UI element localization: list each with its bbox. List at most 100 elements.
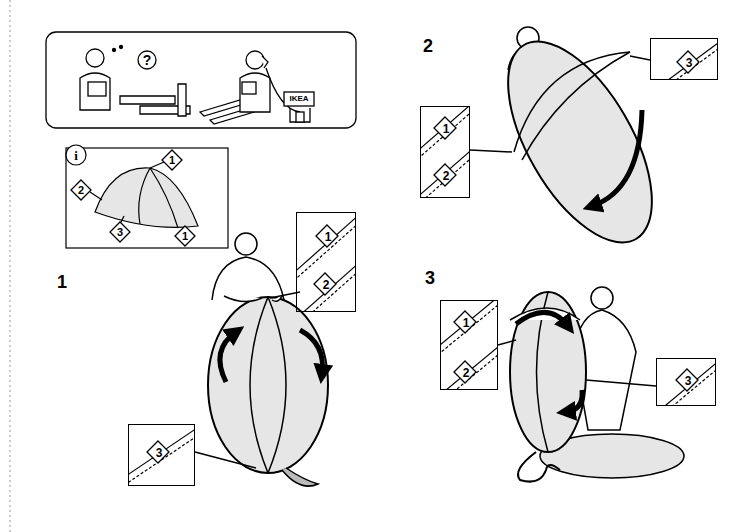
seam-detail xyxy=(296,270,356,312)
seam-detail xyxy=(660,40,718,80)
step3-figure xyxy=(591,287,613,309)
step3-figure xyxy=(510,292,586,452)
callout-number: 3 xyxy=(686,57,693,69)
diamond-tag xyxy=(162,150,182,170)
step1-figure xyxy=(282,468,318,486)
step-number: 2 xyxy=(423,37,433,55)
callout-number: 3 xyxy=(156,447,163,459)
step-number: 3 xyxy=(425,269,435,287)
step1-figure xyxy=(250,297,268,473)
diamond-tag xyxy=(175,226,195,246)
seam-detail xyxy=(660,360,716,406)
step1-figure xyxy=(268,297,286,473)
step2-figure xyxy=(592,110,642,206)
step2-figure xyxy=(470,150,512,152)
help-figures xyxy=(240,73,270,112)
step1-figure xyxy=(220,332,236,382)
seam-detail xyxy=(440,350,498,390)
callout-number: 2 xyxy=(463,367,470,379)
step2-figure xyxy=(514,52,630,152)
help-panel: ? IKEA xyxy=(46,32,356,128)
seam-detail xyxy=(420,154,470,198)
seam-detail xyxy=(668,40,718,80)
step1-figure xyxy=(300,330,323,374)
step3-figure xyxy=(498,340,516,345)
zoom-box: 3 xyxy=(656,358,716,406)
diamond-tag xyxy=(314,273,336,295)
diamond-tag xyxy=(71,180,91,200)
step3-figure xyxy=(516,312,568,326)
step-number: 1 xyxy=(57,273,67,291)
diamond-tag xyxy=(434,164,456,186)
diamond-tag xyxy=(676,369,698,391)
info-tent-sketch xyxy=(66,145,228,248)
callout-number: 2 xyxy=(443,170,450,182)
callout-number: 2 xyxy=(78,185,84,196)
info-panel: i1231 xyxy=(66,148,228,248)
step3-figure xyxy=(518,452,560,482)
seam-detail xyxy=(120,40,730,488)
info-tent-sketch xyxy=(139,168,150,224)
step1-figure xyxy=(224,296,262,302)
step2-figure xyxy=(522,52,630,160)
help-figures xyxy=(120,96,175,104)
seam-detail xyxy=(440,342,498,390)
step3-figure xyxy=(586,380,656,386)
diamond-tag xyxy=(147,441,169,463)
help-figures xyxy=(290,108,310,122)
step3-figure xyxy=(566,390,582,412)
diamond-tag xyxy=(677,51,699,73)
help-figures xyxy=(86,49,104,67)
help-figures xyxy=(46,32,356,128)
seam-detail xyxy=(660,360,716,406)
info-tent-sketch xyxy=(66,148,228,248)
diamond-tag xyxy=(434,117,456,139)
callout-number: 1 xyxy=(182,231,188,242)
help-figures xyxy=(80,73,110,110)
callout-number: 3 xyxy=(685,375,692,387)
diamond-tag xyxy=(454,361,476,383)
help-symbol: ? xyxy=(143,53,152,67)
zoom-box: 3 xyxy=(128,424,195,486)
seam-detail xyxy=(440,300,498,390)
callout-number: 1 xyxy=(443,123,450,135)
info-tent-sketch xyxy=(150,162,164,168)
help-figures xyxy=(284,92,314,106)
help-figures xyxy=(113,49,116,52)
zoom-box: 12 xyxy=(440,300,498,390)
info-tent-sketch xyxy=(66,145,86,165)
seam-detail xyxy=(660,40,718,80)
help-figures xyxy=(246,51,264,69)
help-symbol: IKEA xyxy=(289,95,308,103)
seam-detail xyxy=(420,108,470,162)
callout-number: 2 xyxy=(323,279,330,291)
help-figures xyxy=(262,56,268,68)
seam-detail xyxy=(128,434,195,486)
help-figures xyxy=(120,46,123,49)
diamond-tag xyxy=(110,222,130,242)
info-tent-sketch xyxy=(90,192,102,200)
diamond-tag xyxy=(454,311,476,333)
callout-number: 1 xyxy=(463,317,470,329)
seam-detail xyxy=(128,426,195,486)
step2-figure xyxy=(630,56,650,60)
info-tent-sketch xyxy=(150,168,178,228)
page-divider xyxy=(10,0,11,532)
step1-figure xyxy=(195,233,328,486)
help-figures xyxy=(296,112,304,122)
step1-figure xyxy=(195,452,256,468)
zoom-box: 12 xyxy=(420,106,470,198)
seam-detail xyxy=(420,106,470,154)
zoom-box: 3 xyxy=(650,38,718,80)
step1-figure xyxy=(212,257,284,300)
step1-figure xyxy=(208,297,328,473)
callout-number: 1 xyxy=(169,155,175,166)
zoom-box: 12 xyxy=(296,212,356,312)
seam-detail xyxy=(668,360,716,406)
help-figures xyxy=(88,82,106,96)
help-figures xyxy=(242,82,256,94)
seam-detail xyxy=(420,146,470,198)
seam-detail xyxy=(420,106,470,198)
info-tent-sketch xyxy=(95,168,198,228)
